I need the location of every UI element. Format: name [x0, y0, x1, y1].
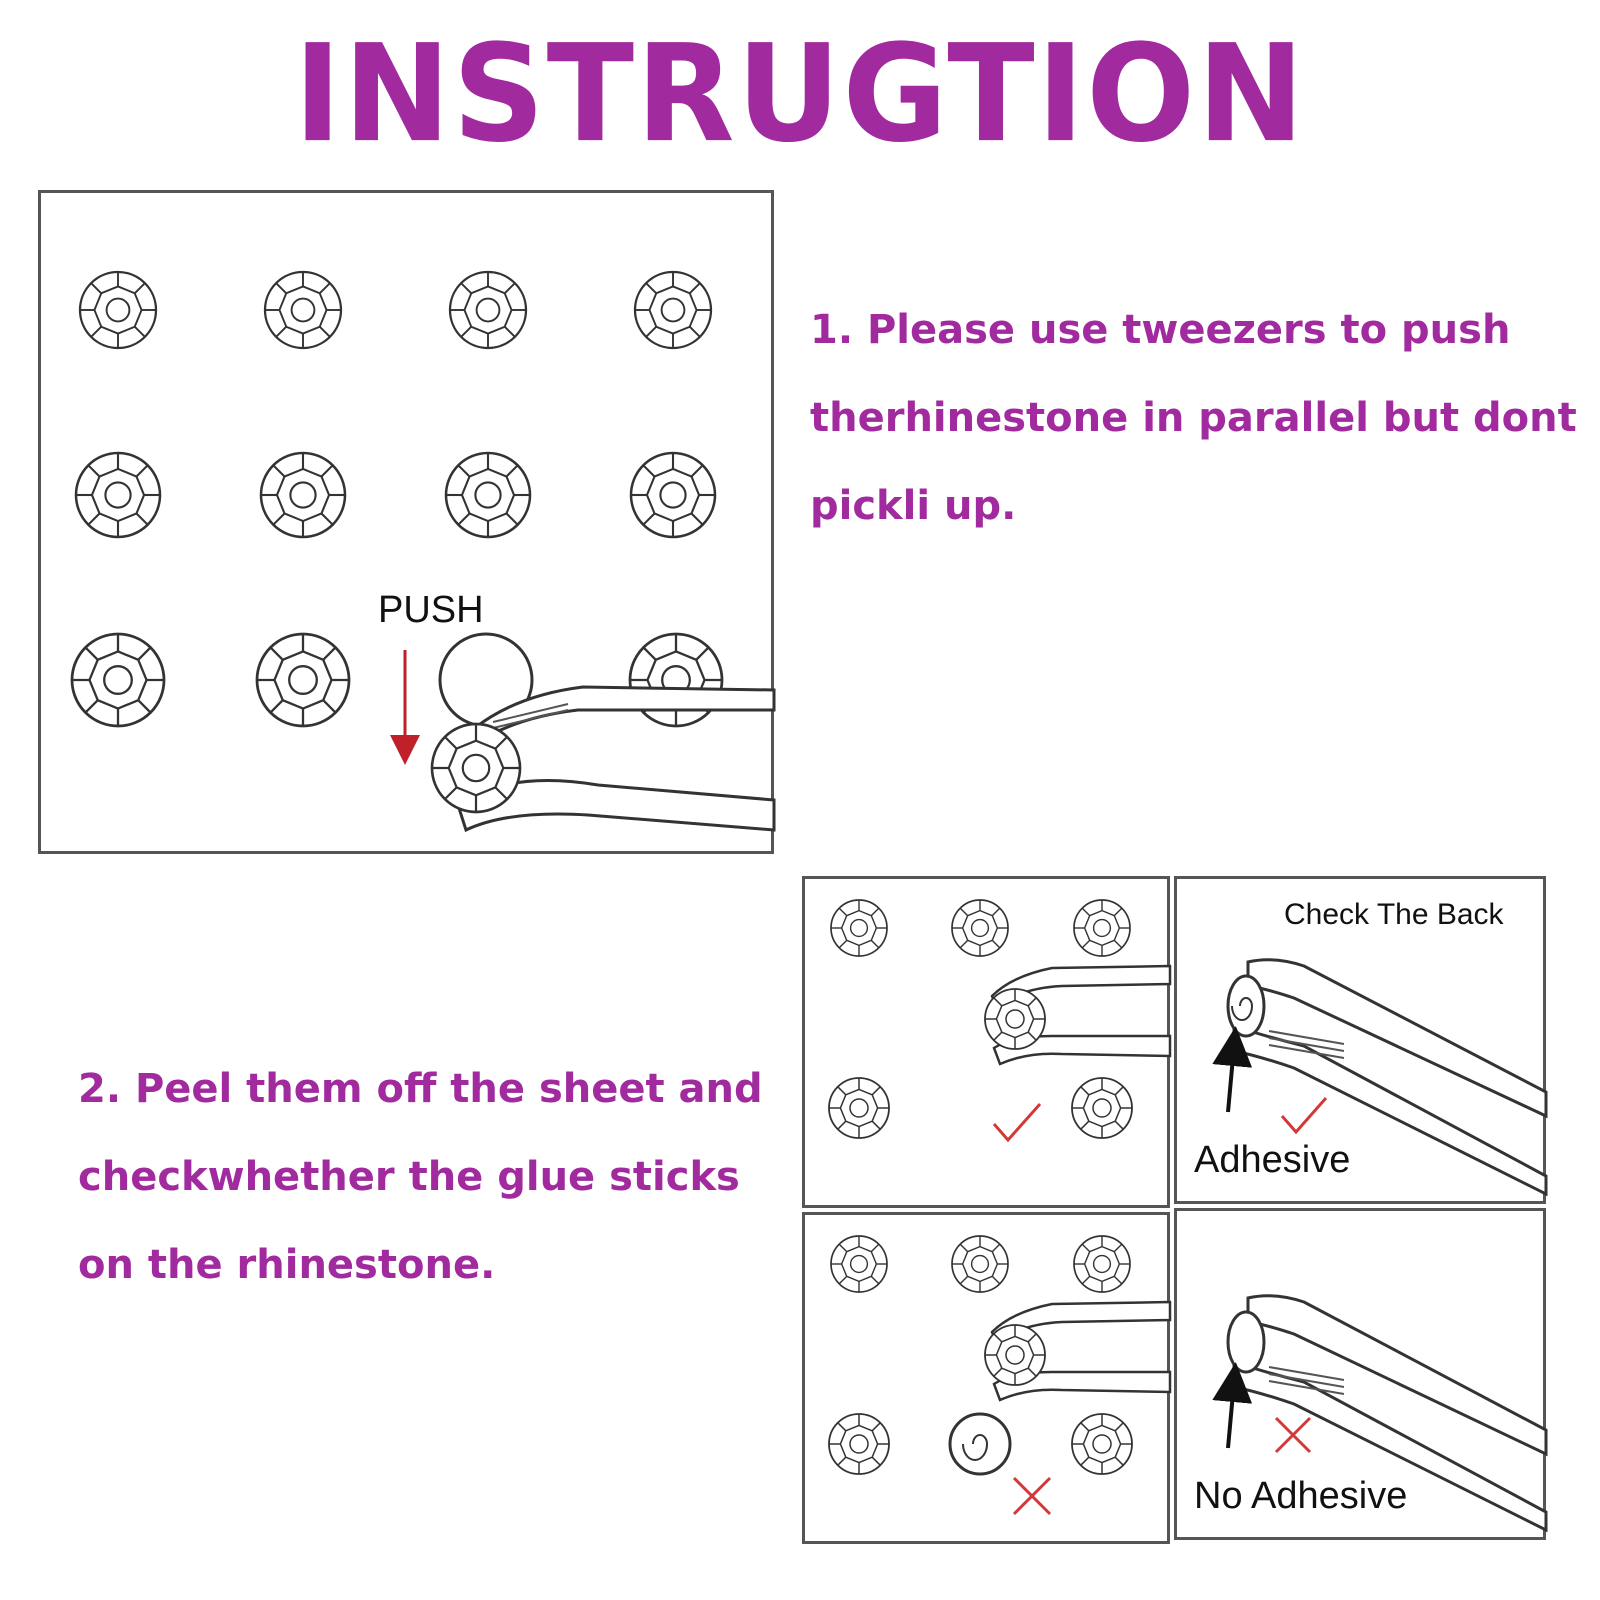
rhinestone-icon: [1071, 1077, 1133, 1139]
rhinestone-icon: [830, 899, 888, 957]
rhinestone-icon: [828, 1077, 890, 1139]
step-2-text: 2. Peel them off the sheet and checkwhet…: [78, 1066, 763, 1288]
rhinestone-icon: [263, 270, 343, 350]
page-title: INSTRUGTION: [293, 16, 1307, 173]
rhinestone-icon: [984, 1324, 1046, 1386]
rhinestone-icon: [448, 270, 528, 350]
tweezers-icon: [1232, 958, 1548, 1197]
rhinestone-icon: [628, 632, 724, 728]
step-1-text: 1. Please use tweezers to push therhines…: [810, 307, 1577, 529]
push-label: PUSH: [378, 589, 484, 631]
rhinestone-icon: [1071, 1413, 1133, 1475]
check-icon: [992, 1103, 1042, 1143]
bare-rhinestone-back: [1226, 1310, 1266, 1374]
rhinestone-icon: [984, 988, 1046, 1050]
rhinestone-icon: [78, 270, 158, 350]
rhinestone-icon: [255, 632, 351, 728]
rhinestone-icon: [1073, 899, 1131, 957]
peel-panel-without-glue: [802, 1212, 1172, 1544]
cross-icon: [1012, 1476, 1052, 1516]
rhinestone-icon: [828, 1413, 890, 1475]
check-back-no-adhesive-panel: No Adhesive: [1174, 1208, 1548, 1540]
rhinestone-icon: [1073, 1235, 1131, 1293]
rhinestone-icon: [70, 632, 166, 728]
rhinestone-icon: [74, 451, 162, 539]
rhinestone-icon: [830, 1235, 888, 1293]
push-diagram: PUSH: [38, 190, 776, 854]
glue-swirl-icon: [1226, 974, 1266, 1038]
adhesive-label: Adhesive: [1194, 1139, 1350, 1181]
cross-icon: [1274, 1416, 1312, 1454]
tweezers-icon: [456, 685, 776, 833]
rhinestone-icon: [444, 451, 532, 539]
no-adhesive-label: No Adhesive: [1194, 1475, 1407, 1517]
rhinestone-icon: [633, 270, 713, 350]
rhinestone-icon: [259, 451, 347, 539]
glue-swirl-icon: [948, 1412, 1012, 1476]
tweezers-icon: [1232, 1294, 1548, 1533]
rhinestone-icon: [951, 1235, 1009, 1293]
adhesive-arrow-icon: [1212, 1026, 1253, 1113]
check-back-adhesive-panel: Check The Back Adhesive: [1174, 876, 1548, 1204]
rhinestone-icon: [430, 722, 522, 814]
no-adhesive-arrow-icon: [1212, 1362, 1253, 1449]
check-the-back-label: Check The Back: [1284, 898, 1505, 931]
peel-panel-with-glue: [802, 876, 1172, 1208]
check-icon: [1280, 1097, 1328, 1135]
rhinestone-icon: [629, 451, 717, 539]
rhinestone-icon: [951, 899, 1009, 957]
